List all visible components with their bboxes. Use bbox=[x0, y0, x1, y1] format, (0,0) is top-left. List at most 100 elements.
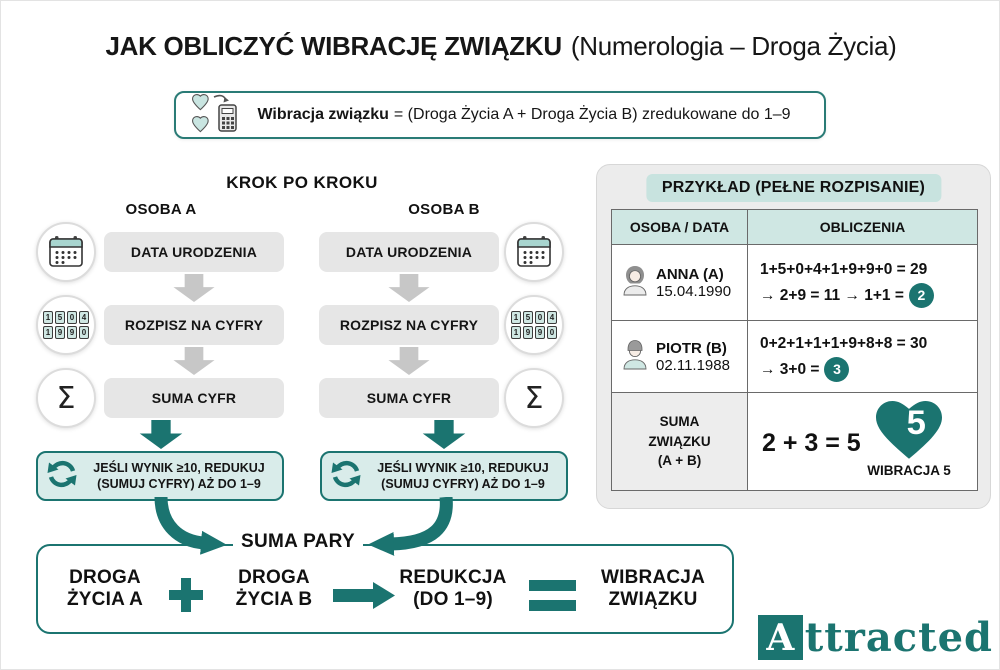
digit: 0 bbox=[535, 311, 545, 324]
sigma-glyph: Σ bbox=[524, 380, 544, 416]
digit: 0 bbox=[67, 311, 77, 324]
logo-wordmark: ttracted bbox=[804, 613, 993, 661]
result-badge: 2 bbox=[908, 282, 934, 308]
person-date: 02.11.1988 bbox=[656, 356, 730, 374]
heart-number: 5 bbox=[907, 404, 926, 442]
table-row: ANNA (A) 15.04.1990 1+5+0+4+1+9+9+0 = 29… bbox=[611, 244, 978, 321]
down-arrow-gray bbox=[173, 274, 215, 302]
digit: 9 bbox=[523, 326, 533, 339]
life-path-a-line2: ŻYCIA A bbox=[67, 588, 143, 610]
life-path-a-label: DROGA ŻYCIA A bbox=[45, 567, 165, 611]
refresh-icon bbox=[330, 458, 362, 495]
sigma-glyph: Σ bbox=[56, 380, 76, 416]
life-path-b-line2: ŻYCIA B bbox=[235, 588, 313, 610]
reduction-line2: (DO 1–9) bbox=[413, 588, 493, 610]
title-sub: (Numerologia – Droga Życia) bbox=[570, 31, 897, 61]
reduce-rule-box-a: JEŚLI WYNIK ≥10, REDUKUJ (SUMUJ CYFRY) A… bbox=[36, 451, 284, 501]
digit: 1 bbox=[43, 326, 53, 339]
col-person-header: OSOBA / DATA bbox=[611, 209, 748, 245]
formula-bold: Wibracja związku bbox=[257, 106, 389, 123]
calc-line2: → 3+0 = bbox=[760, 360, 820, 378]
step-split-digits-a: ROZPISZ NA CYFRY bbox=[104, 305, 284, 345]
man-avatar-icon bbox=[620, 338, 650, 375]
table-header-row: OSOBA / DATA OBLICZENIA bbox=[611, 209, 978, 245]
digit: 9 bbox=[535, 326, 545, 339]
sum-label-line2: ZWIĄZKU bbox=[648, 433, 711, 449]
step-split-digits-b: ROZPISZ NA CYFRY bbox=[319, 305, 499, 345]
calendar-icon bbox=[36, 222, 96, 282]
down-arrow-gray bbox=[388, 274, 430, 302]
pair-sum-label: SUMA PARY bbox=[233, 531, 363, 553]
formula-box: Wibracja związku= (Droga Życia A + Droga… bbox=[174, 91, 826, 139]
digit: 9 bbox=[55, 326, 65, 339]
refresh-icon bbox=[46, 458, 78, 495]
sum-label-cell: SUMA ZWIĄZKU (A + B) bbox=[611, 392, 748, 491]
woman-avatar-icon bbox=[620, 264, 650, 301]
table-row: PIOTR (B) 02.11.1988 0+2+1+1+1+9+8+8 = 3… bbox=[611, 320, 978, 393]
reduce-line2: (SUMUJ CYFRY) AŻ DO 1–9 bbox=[97, 477, 261, 491]
equals-icon bbox=[529, 580, 576, 611]
relationship-vibration-label: WIBRACJA ZWIĄZKU bbox=[593, 567, 713, 611]
example-heading: PRZYKŁAD (PEŁNE ROZPISANIE) bbox=[645, 174, 942, 202]
digit: 5 bbox=[523, 311, 533, 324]
reduce-line1: JEŚLI WYNIK ≥10, REDUKUJ bbox=[377, 460, 549, 475]
reduce-line2: (SUMUJ CYFRY) AŻ DO 1–9 bbox=[381, 477, 545, 491]
life-path-b-label: DROGA ŻYCIA B bbox=[214, 567, 334, 611]
life-path-b-line1: DROGA bbox=[238, 567, 310, 588]
down-arrow-teal bbox=[422, 420, 466, 449]
digit: 1 bbox=[43, 311, 53, 324]
right-arrow-icon bbox=[333, 582, 395, 609]
digit: 4 bbox=[79, 311, 89, 324]
reduce-rule-box-b: JEŚLI WYNIK ≥10, REDUKUJ (SUMUJ CYFRY) A… bbox=[320, 451, 568, 501]
calc-line1: 1+5+0+4+1+9+9+0 = 29 bbox=[760, 260, 928, 278]
calc-line2: → 2+9 = 11 → 1+1 = bbox=[760, 286, 904, 304]
sum-calculation-cell: 2 + 3 = 5 5 WIBRACJA 5 bbox=[747, 392, 978, 491]
digit: 4 bbox=[547, 311, 557, 324]
example-panel: PRZYKŁAD (PEŁNE ROZPISANIE) OSOBA / DATA… bbox=[596, 164, 991, 509]
vibration-line2: ZWIĄZKU bbox=[608, 588, 698, 610]
calculation-cell: 1+5+0+4+1+9+9+0 = 29 → 2+9 = 11 → 1+1 =2 bbox=[747, 244, 978, 321]
sum-label-line3: (A + B) bbox=[657, 453, 702, 469]
steps-heading: KROK PO KROKU bbox=[226, 173, 378, 192]
example-table: OSOBA / DATA OBLICZENIA bbox=[611, 209, 978, 491]
sum-label-line1: SUMA bbox=[659, 414, 700, 430]
step-birthdate-b: DATA URODZENIA bbox=[319, 232, 499, 272]
formula-text: Wibracja związku= (Droga Życia A + Droga… bbox=[238, 106, 810, 124]
step-birthdate-a: DATA URODZENIA bbox=[104, 232, 284, 272]
formula-rest: = (Droga Życia A + Droga Życia B) zreduk… bbox=[393, 106, 791, 123]
life-path-a-line1: DROGA bbox=[69, 567, 141, 588]
logo-initial: A bbox=[757, 615, 803, 660]
digit: 1 bbox=[511, 326, 521, 339]
sigma-icon: Σ bbox=[504, 368, 564, 428]
sigma-icon: Σ bbox=[36, 368, 96, 428]
reduction-label: REDUKCJA (DO 1–9) bbox=[393, 567, 513, 611]
vibration-heart: 5 WIBRACJA 5 bbox=[855, 395, 963, 478]
person-name: PIOTR (B) bbox=[656, 339, 727, 357]
person-b-label: OSOBA B bbox=[408, 201, 480, 218]
hearts-calculator-icon bbox=[190, 91, 238, 140]
vibration-line1: WIBRACJA bbox=[601, 567, 705, 588]
col-calc-header: OBLICZENIA bbox=[747, 209, 978, 245]
digit: 9 bbox=[67, 326, 77, 339]
sum-equation: 2 + 3 = 5 bbox=[762, 429, 861, 457]
down-arrow-gray bbox=[388, 347, 430, 375]
digit: 0 bbox=[79, 326, 89, 339]
person-date: 15.04.1990 bbox=[656, 282, 732, 300]
down-arrow-teal bbox=[139, 420, 183, 449]
step-digit-sum-b: SUMA CYFR bbox=[319, 378, 499, 418]
page-title: JAK OBLICZYĆ WIBRACJĘ ZWIĄZKU (Numerologi… bbox=[1, 31, 999, 62]
digit: 0 bbox=[547, 326, 557, 339]
digit: 1 bbox=[511, 311, 521, 324]
calculation-cell: 0+2+1+1+1+9+8+8 = 30 → 3+0 =3 bbox=[747, 320, 978, 393]
table-sum-row: SUMA ZWIĄZKU (A + B) 2 + 3 = 5 5 WIBRACJ… bbox=[611, 392, 978, 491]
title-main: JAK OBLICZYĆ WIBRACJĘ ZWIĄZKU bbox=[105, 31, 562, 61]
attracted-logo: A ttracted bbox=[757, 613, 993, 661]
reduce-rule-text: JEŚLI WYNIK ≥10, REDUKUJ (SUMUJ CYFRY) A… bbox=[84, 460, 274, 493]
reduce-line1: JEŚLI WYNIK ≥10, REDUKUJ bbox=[93, 460, 265, 475]
calendar-icon bbox=[504, 222, 564, 282]
down-arrow-gray bbox=[173, 347, 215, 375]
person-a-label: OSOBA A bbox=[125, 201, 197, 218]
